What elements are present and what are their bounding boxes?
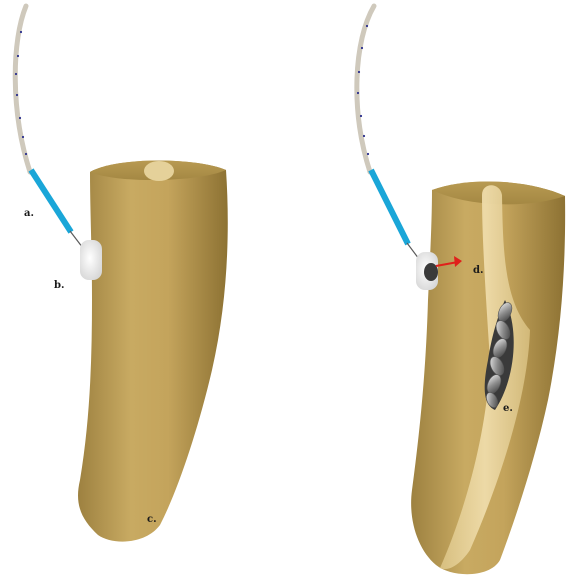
suture-sleeve-left bbox=[31, 170, 71, 232]
tooth-left bbox=[78, 160, 228, 541]
suture-strand-right bbox=[357, 6, 374, 172]
right-panel: d. e. bbox=[357, 6, 565, 574]
label-b: b. bbox=[54, 280, 64, 291]
pulp-opening-left bbox=[144, 161, 174, 181]
label-c: c. bbox=[147, 514, 157, 525]
plug-left bbox=[80, 240, 102, 280]
suture-sleeve-right bbox=[371, 170, 408, 244]
plug-hole-right bbox=[424, 263, 438, 281]
label-e: e. bbox=[503, 403, 513, 414]
label-d: d. bbox=[473, 265, 483, 276]
left-panel: a. b. c. bbox=[15, 6, 228, 542]
suture-strand-left bbox=[15, 6, 30, 172]
label-a: a. bbox=[24, 208, 34, 219]
